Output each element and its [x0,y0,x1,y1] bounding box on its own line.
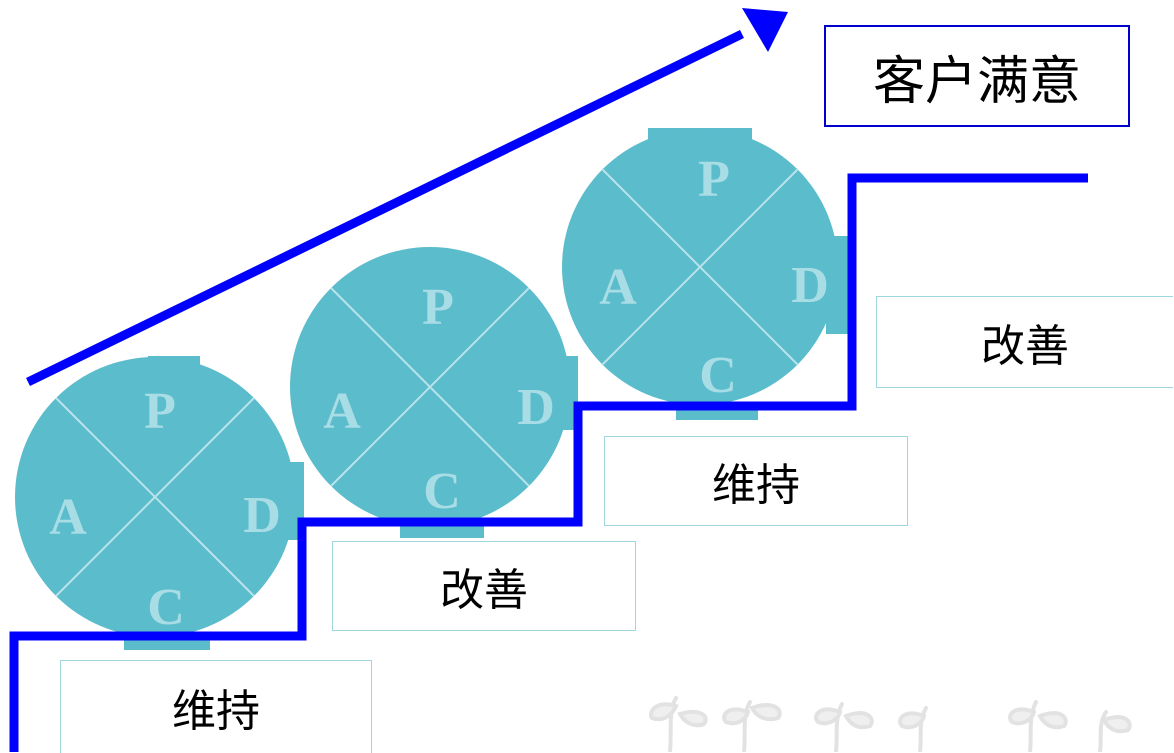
cycle-2-plan-letter: P [422,279,454,336]
cycle-2-act-letter: A [323,383,361,440]
pdca-cycle-3: P D C A [562,128,848,420]
cycle-1-act-letter: A [49,489,87,546]
pdca-cycle-1: P D C A [15,356,304,650]
step-label-2-text: 改善 [440,565,528,616]
step-label-1-text: 维持 [172,686,260,737]
arrow-head-icon [742,8,788,52]
cycle-3-do-letter: D [791,257,829,314]
step-label-3-text: 维持 [712,460,800,511]
sprout-watermark-icon [649,696,1132,752]
step-label-3: 维持 [604,436,908,526]
cycle-1-plan-letter: P [144,383,176,440]
staircase-line [9,173,1088,752]
cycle-3-plan-letter: P [698,151,730,208]
customer-satisfaction-title: 客户满意 [824,25,1130,127]
cycle-1-do-letter: D [243,487,281,544]
cycle-3-check-letter: C [699,347,737,404]
cycle-1-check-letter: C [147,579,185,636]
cycle-2-do-letter: D [517,379,555,436]
pdca-cycle-2: P D C A [290,247,578,538]
cycle-3-act-letter: A [599,259,637,316]
cycle-2-check-letter: C [423,463,461,520]
title-text: 客户满意 [872,51,1081,112]
step-label-2: 改善 [332,541,636,631]
step-label-4: 改善 [876,296,1173,388]
step-label-1: 维持 [60,660,372,753]
step-label-4-text: 改善 [981,321,1069,372]
improvement-arrow [26,8,788,387]
